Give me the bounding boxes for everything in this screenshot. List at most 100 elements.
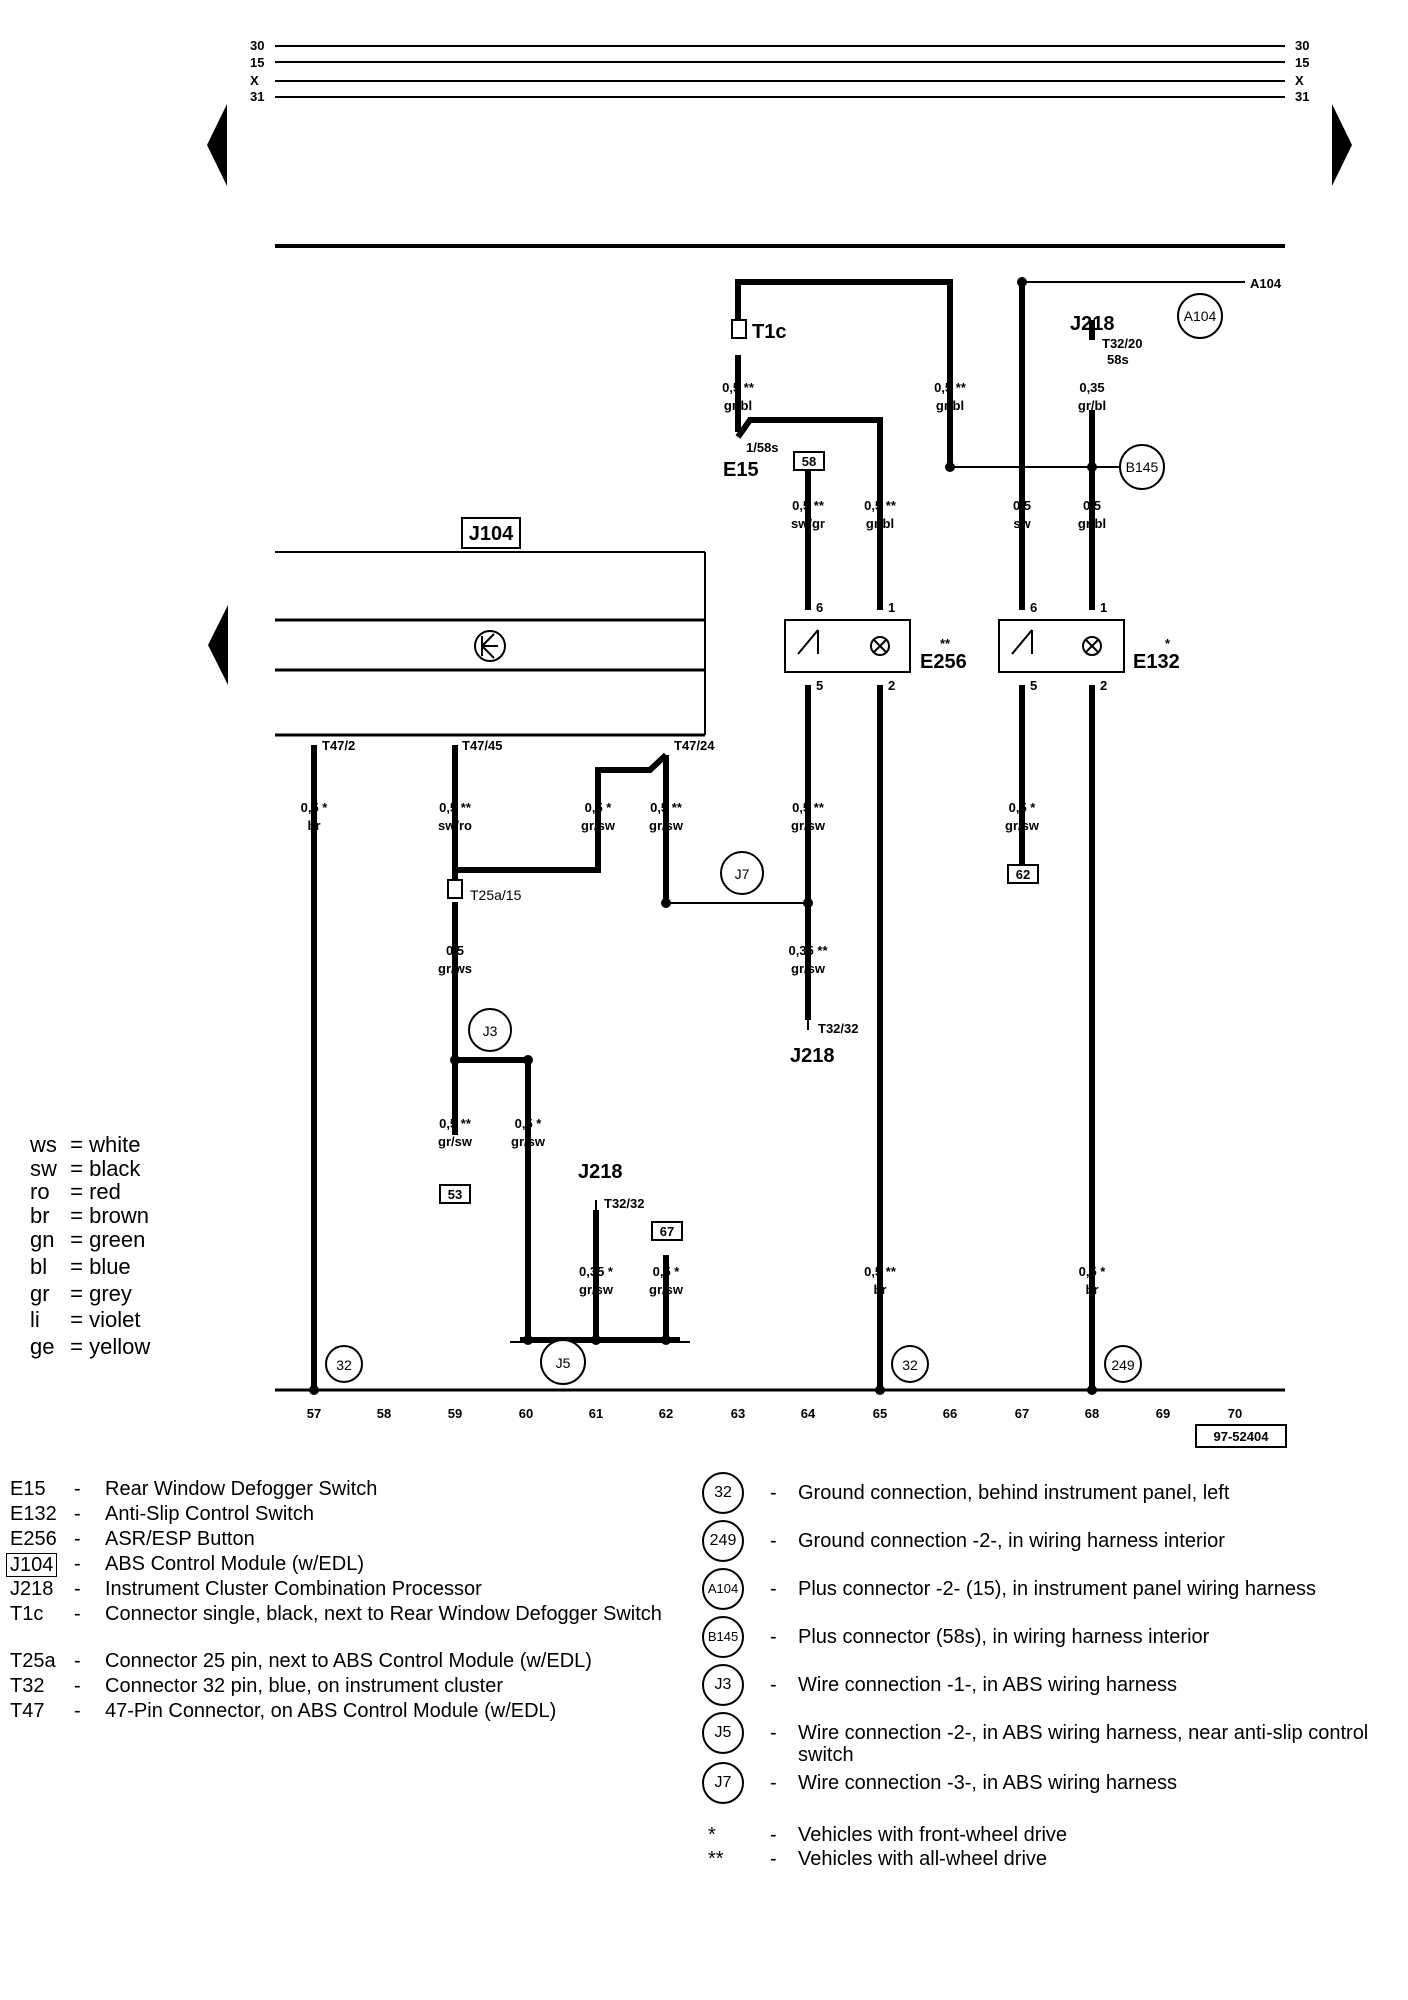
- legend-desc: Rear Window Defogger Switch: [105, 1478, 378, 1500]
- track-64: 64: [801, 1406, 816, 1421]
- color-code: ws: [30, 1132, 57, 1157]
- track-66: 66: [943, 1406, 957, 1421]
- wire-w5-size: 0,5 **: [864, 498, 897, 513]
- connection-desc: Ground connection, behind instrument pan…: [798, 1482, 1230, 1504]
- connection-row: A104 - Plus connector -2- (15), in instr…: [700, 1568, 1400, 1614]
- splice-markers: A104 B145 J7 J3 J5 32 32 249: [325, 293, 1223, 1385]
- track-69: 69: [1156, 1406, 1170, 1421]
- color-code: sw: [30, 1156, 57, 1181]
- color-code-row: ro = red: [30, 1179, 121, 1204]
- t1c-label: T1c: [752, 321, 786, 343]
- legend-desc: Instrument Cluster Combination Processor: [105, 1578, 482, 1600]
- wire-w17-size: 0,5 *: [515, 1116, 543, 1131]
- ref-53: 53: [448, 1187, 462, 1202]
- splice-b145: B145: [1126, 459, 1159, 475]
- page-back-arrow-icon[interactable]: [207, 104, 227, 186]
- pin-e256-6: 6: [816, 600, 823, 615]
- wire-w19-color: gr/sw: [649, 1282, 684, 1297]
- wire-w15-color: gr/ws: [438, 961, 472, 976]
- wire-w9-size: 0,5 **: [439, 800, 472, 815]
- pin-e132-5: 5: [1030, 678, 1037, 693]
- pin-e256-1: 1: [888, 600, 895, 615]
- abs-symbol-icon: [474, 630, 506, 662]
- wire-w7-color: gr/bl: [1078, 516, 1106, 531]
- ground-32-right: 32: [902, 1357, 918, 1373]
- rail-label-31: 31: [250, 89, 264, 104]
- wire-w20-size: 0,5 **: [864, 1264, 897, 1279]
- wire-w13-color: gr/sw: [1005, 818, 1040, 833]
- wire-w12-color: gr/sw: [791, 818, 826, 833]
- connection-desc: Wire connection -1-, in ABS wiring harne…: [798, 1674, 1178, 1696]
- pin-t47-2: T47/2: [322, 738, 355, 753]
- track-70: 70: [1228, 1406, 1242, 1421]
- ref-62: 62: [1016, 867, 1030, 882]
- legend-code: T47: [10, 1700, 45, 1722]
- color-code-row: ws = white: [30, 1132, 141, 1157]
- e256-label: E256: [920, 651, 967, 673]
- wire-w10-size: 0,5 *: [585, 800, 613, 815]
- pin-58s: 58s: [1107, 352, 1129, 367]
- connection-desc: Plus connector -2- (15), in instrument p…: [798, 1578, 1317, 1600]
- pin-e132-6: 6: [1030, 600, 1037, 615]
- connection-row: J5 - Wire connection -2-, in ABS wiring …: [700, 1712, 1400, 1768]
- color-name: yellow: [89, 1334, 151, 1359]
- track-60: 60: [519, 1406, 533, 1421]
- wire-w12-size: 0,5 **: [792, 800, 825, 815]
- page-forward-arrow-icon[interactable]: [1332, 104, 1352, 186]
- wire-w14-color: gr/sw: [791, 961, 826, 976]
- component-labels: T1c E15 J218 J218 J218 T25a/15: [447, 313, 1115, 1183]
- connection-desc: Wire connection -2-, in ABS wiring harne…: [798, 1722, 1369, 1766]
- color-name: black: [89, 1156, 141, 1181]
- legend-desc: Connector single, black, next to Rear Wi…: [105, 1603, 662, 1625]
- connection-desc: Plus connector (58s), in wiring harness …: [798, 1626, 1210, 1648]
- module-label: J104: [469, 523, 514, 545]
- ref-67: 67: [660, 1224, 674, 1239]
- wire-w5-color: gr/bl: [866, 516, 894, 531]
- track-65: 65: [873, 1406, 887, 1421]
- track-62: 62: [659, 1406, 673, 1421]
- rail-label-31-right: 31: [1295, 89, 1309, 104]
- rail-label-30-right: 30: [1295, 38, 1309, 53]
- junction-dots: [309, 277, 1097, 1395]
- e15-label: E15: [723, 459, 759, 481]
- splice-j3: J3: [483, 1023, 498, 1039]
- track-63: 63: [731, 1406, 745, 1421]
- pin-labels: T47/2 T47/45 T47/24 T32/20 58s 1/58s T32…: [322, 336, 1142, 1211]
- pin-t32-20: T32/20: [1102, 336, 1142, 351]
- color-code: li: [30, 1307, 40, 1332]
- wire-w6-size: 0,5: [1013, 498, 1031, 513]
- e132-switch: E132 *: [998, 619, 1180, 673]
- connection-desc: Wire connection -3-, in ABS wiring harne…: [798, 1772, 1178, 1794]
- track-numbers: 57 58 59 60 61 62 63 64 65 66 67 68 69 7…: [307, 1406, 1242, 1421]
- legend-desc: Connector 32 pin, blue, on instrument cl…: [105, 1675, 503, 1697]
- color-code: gn: [30, 1227, 55, 1252]
- wire-w18-size: 0,35 *: [579, 1264, 614, 1279]
- wire-w18-color: gr/sw: [579, 1282, 614, 1297]
- color-name: white: [89, 1132, 141, 1157]
- color-code: bl: [30, 1254, 48, 1279]
- wire-w20-color: br: [874, 1282, 887, 1297]
- wire-w3-color: gr/bl: [1078, 398, 1106, 413]
- color-code-row: gn = green: [30, 1227, 146, 1252]
- track-57: 57: [307, 1406, 321, 1421]
- color-code-row: ge = yellow: [30, 1334, 151, 1359]
- legend-code: E256: [10, 1528, 57, 1550]
- wire-w10-color: gr/sw: [581, 818, 616, 833]
- track-61: 61: [589, 1406, 603, 1421]
- track-67: 67: [1015, 1406, 1029, 1421]
- legend-code: J104: [6, 1553, 58, 1577]
- track-58: 58: [377, 1406, 391, 1421]
- legend-desc: Anti-Slip Control Switch: [105, 1503, 314, 1525]
- j218-label-mid: J218: [790, 1045, 835, 1067]
- wire-w21-size: 0,5 *: [1079, 1264, 1107, 1279]
- color-code: ge: [30, 1334, 55, 1359]
- connection-row: B145 - Plus connector (58s), in wiring h…: [700, 1616, 1400, 1662]
- wire-w2-size: 0,5 **: [934, 380, 967, 395]
- rail-label-x: X: [250, 73, 259, 88]
- connection-symbol: 249: [702, 1520, 744, 1562]
- wire-w2-color: gr/bl: [936, 398, 964, 413]
- color-code: ro: [30, 1179, 50, 1204]
- pin-e132-2: 2: [1100, 678, 1107, 693]
- connection-symbol: A104: [702, 1568, 744, 1610]
- connection-symbol: 32: [702, 1472, 744, 1514]
